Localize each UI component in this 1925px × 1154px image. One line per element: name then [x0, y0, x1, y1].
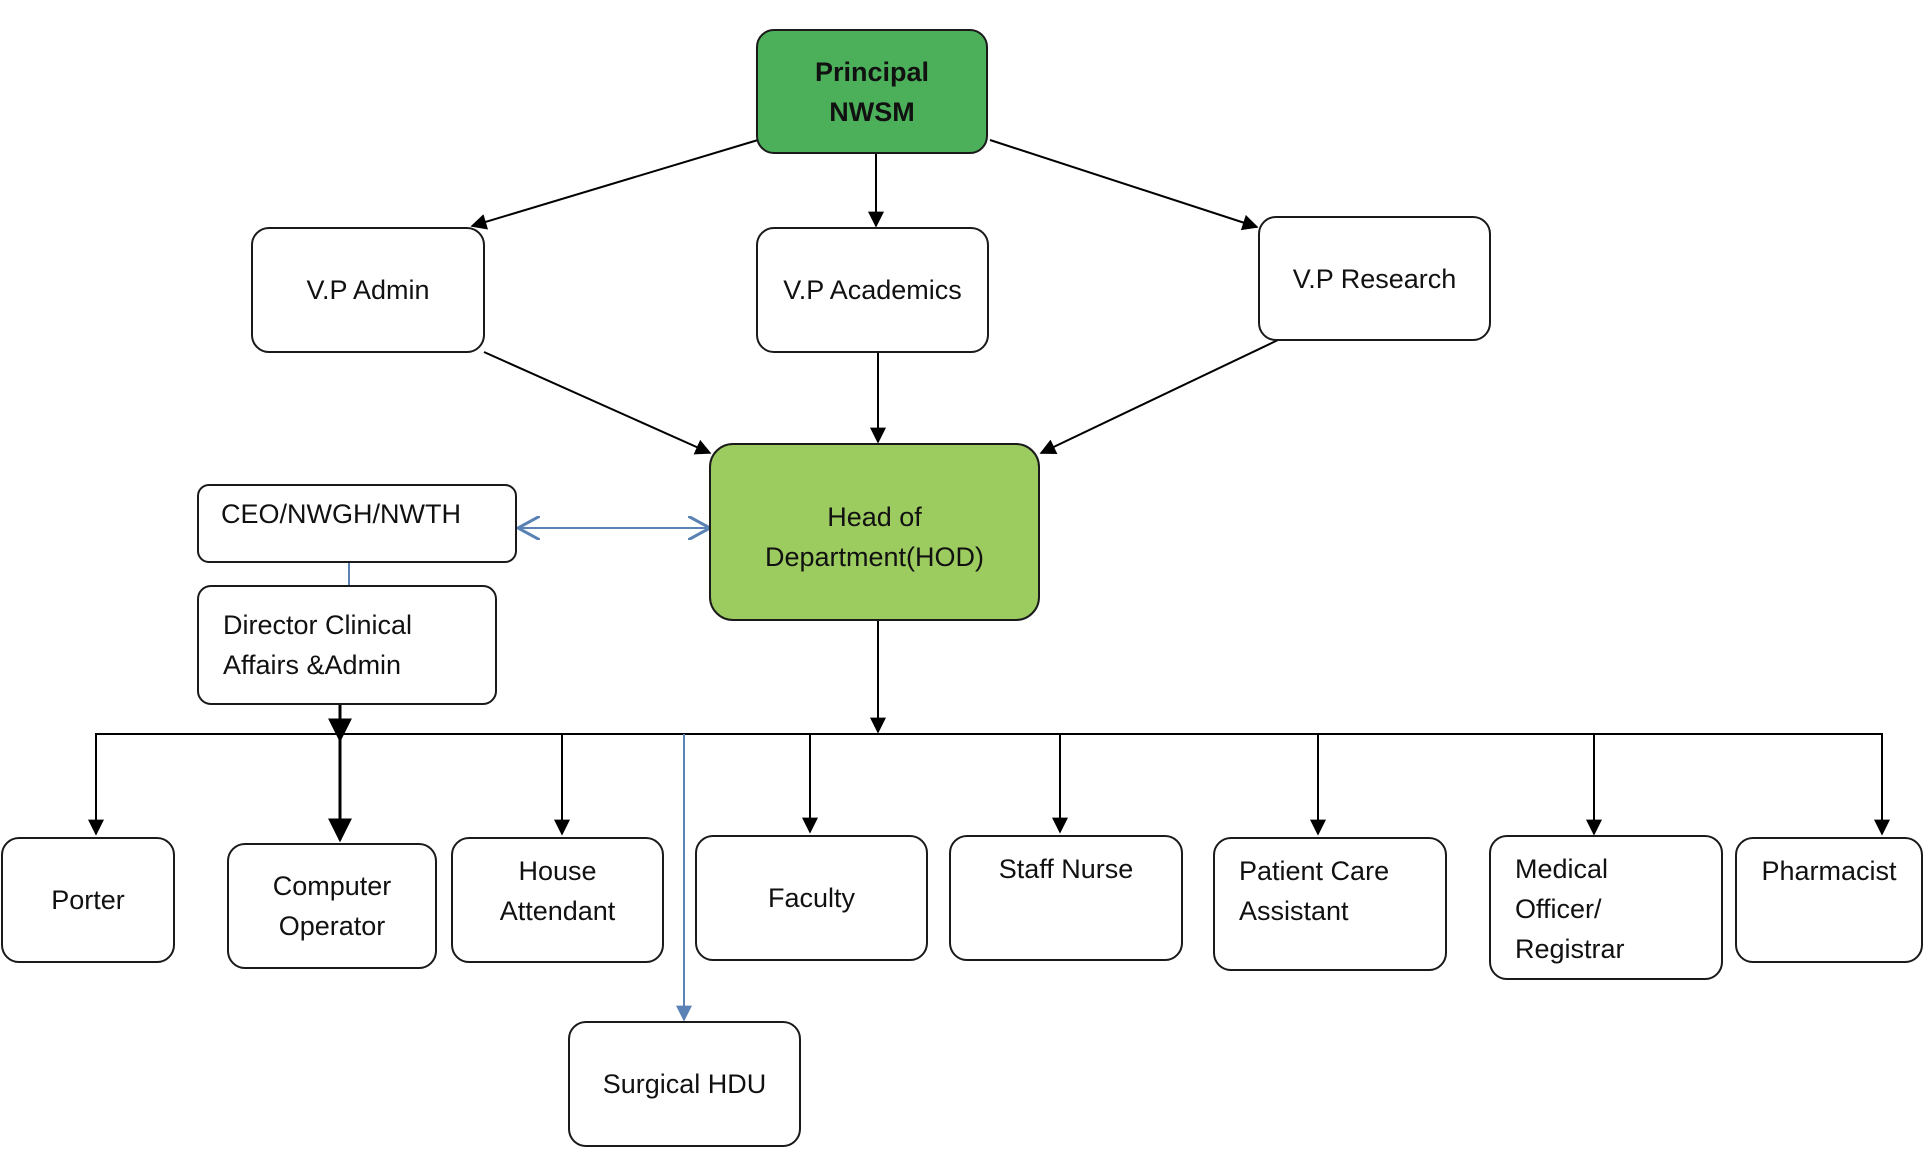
faculty-label: Faculty: [767, 883, 856, 913]
computer-operator-box: Computer Operator: [227, 843, 437, 969]
porter-label: Porter: [51, 885, 125, 915]
faculty-box: Faculty: [695, 835, 928, 961]
principal-box: Principal NWSM: [756, 29, 988, 154]
medical-officer-box: Medical Officer/ Registrar: [1489, 835, 1723, 980]
pharmacist-label: Pharmacist: [1761, 856, 1897, 886]
principal-label: Principal NWSM: [814, 56, 930, 127]
pharmacist-box: Pharmacist: [1735, 837, 1923, 963]
arrow-principal-vp-admin: [470, 139, 759, 230]
patient-care-assistant-box: Patient Care Assistant: [1213, 837, 1447, 971]
hod-label: Head of Department(HOD): [764, 502, 985, 572]
vp-academics-box: V.P Academics: [756, 227, 989, 353]
staff-nurse-label: Staff Nurse: [998, 854, 1134, 884]
patient-care-assistant-label: Patient Care Assistant: [1239, 856, 1390, 926]
arrow-principal-vp-research: [989, 139, 1259, 231]
director-label: Director Clinical Affairs &Admin: [223, 610, 413, 680]
house-attendant-box: House Attendant: [451, 837, 664, 963]
hod-box: Head of Department(HOD): [709, 443, 1040, 621]
vp-research-label: V.P Research: [1292, 263, 1457, 294]
arrow-vp-admin-hod: [483, 351, 712, 455]
house-attendant-label: House Attendant: [499, 856, 616, 926]
computer-operator-label: Computer Operator: [272, 871, 392, 941]
vp-research-box: V.P Research: [1258, 216, 1491, 341]
vp-admin-label: V.P Admin: [306, 275, 430, 305]
director-box: Director Clinical Affairs &Admin: [197, 585, 497, 705]
surgical-hdu-label: Surgical HDU: [602, 1069, 767, 1099]
surgical-hdu-box: Surgical HDU: [568, 1021, 801, 1147]
medical-officer-label: Medical Officer/ Registrar: [1515, 854, 1625, 964]
arrow-vp-research-hod: [1039, 339, 1279, 455]
staff-nurse-box: Staff Nurse: [949, 835, 1183, 961]
porter-box: Porter: [1, 837, 175, 963]
ceo-box: CEO/NWGH/NWTH: [197, 484, 517, 563]
vp-academics-label: V.P Academics: [783, 275, 962, 305]
vp-admin-box: V.P Admin: [251, 227, 485, 353]
ceo-label: CEO/NWGH/NWTH: [221, 499, 461, 529]
